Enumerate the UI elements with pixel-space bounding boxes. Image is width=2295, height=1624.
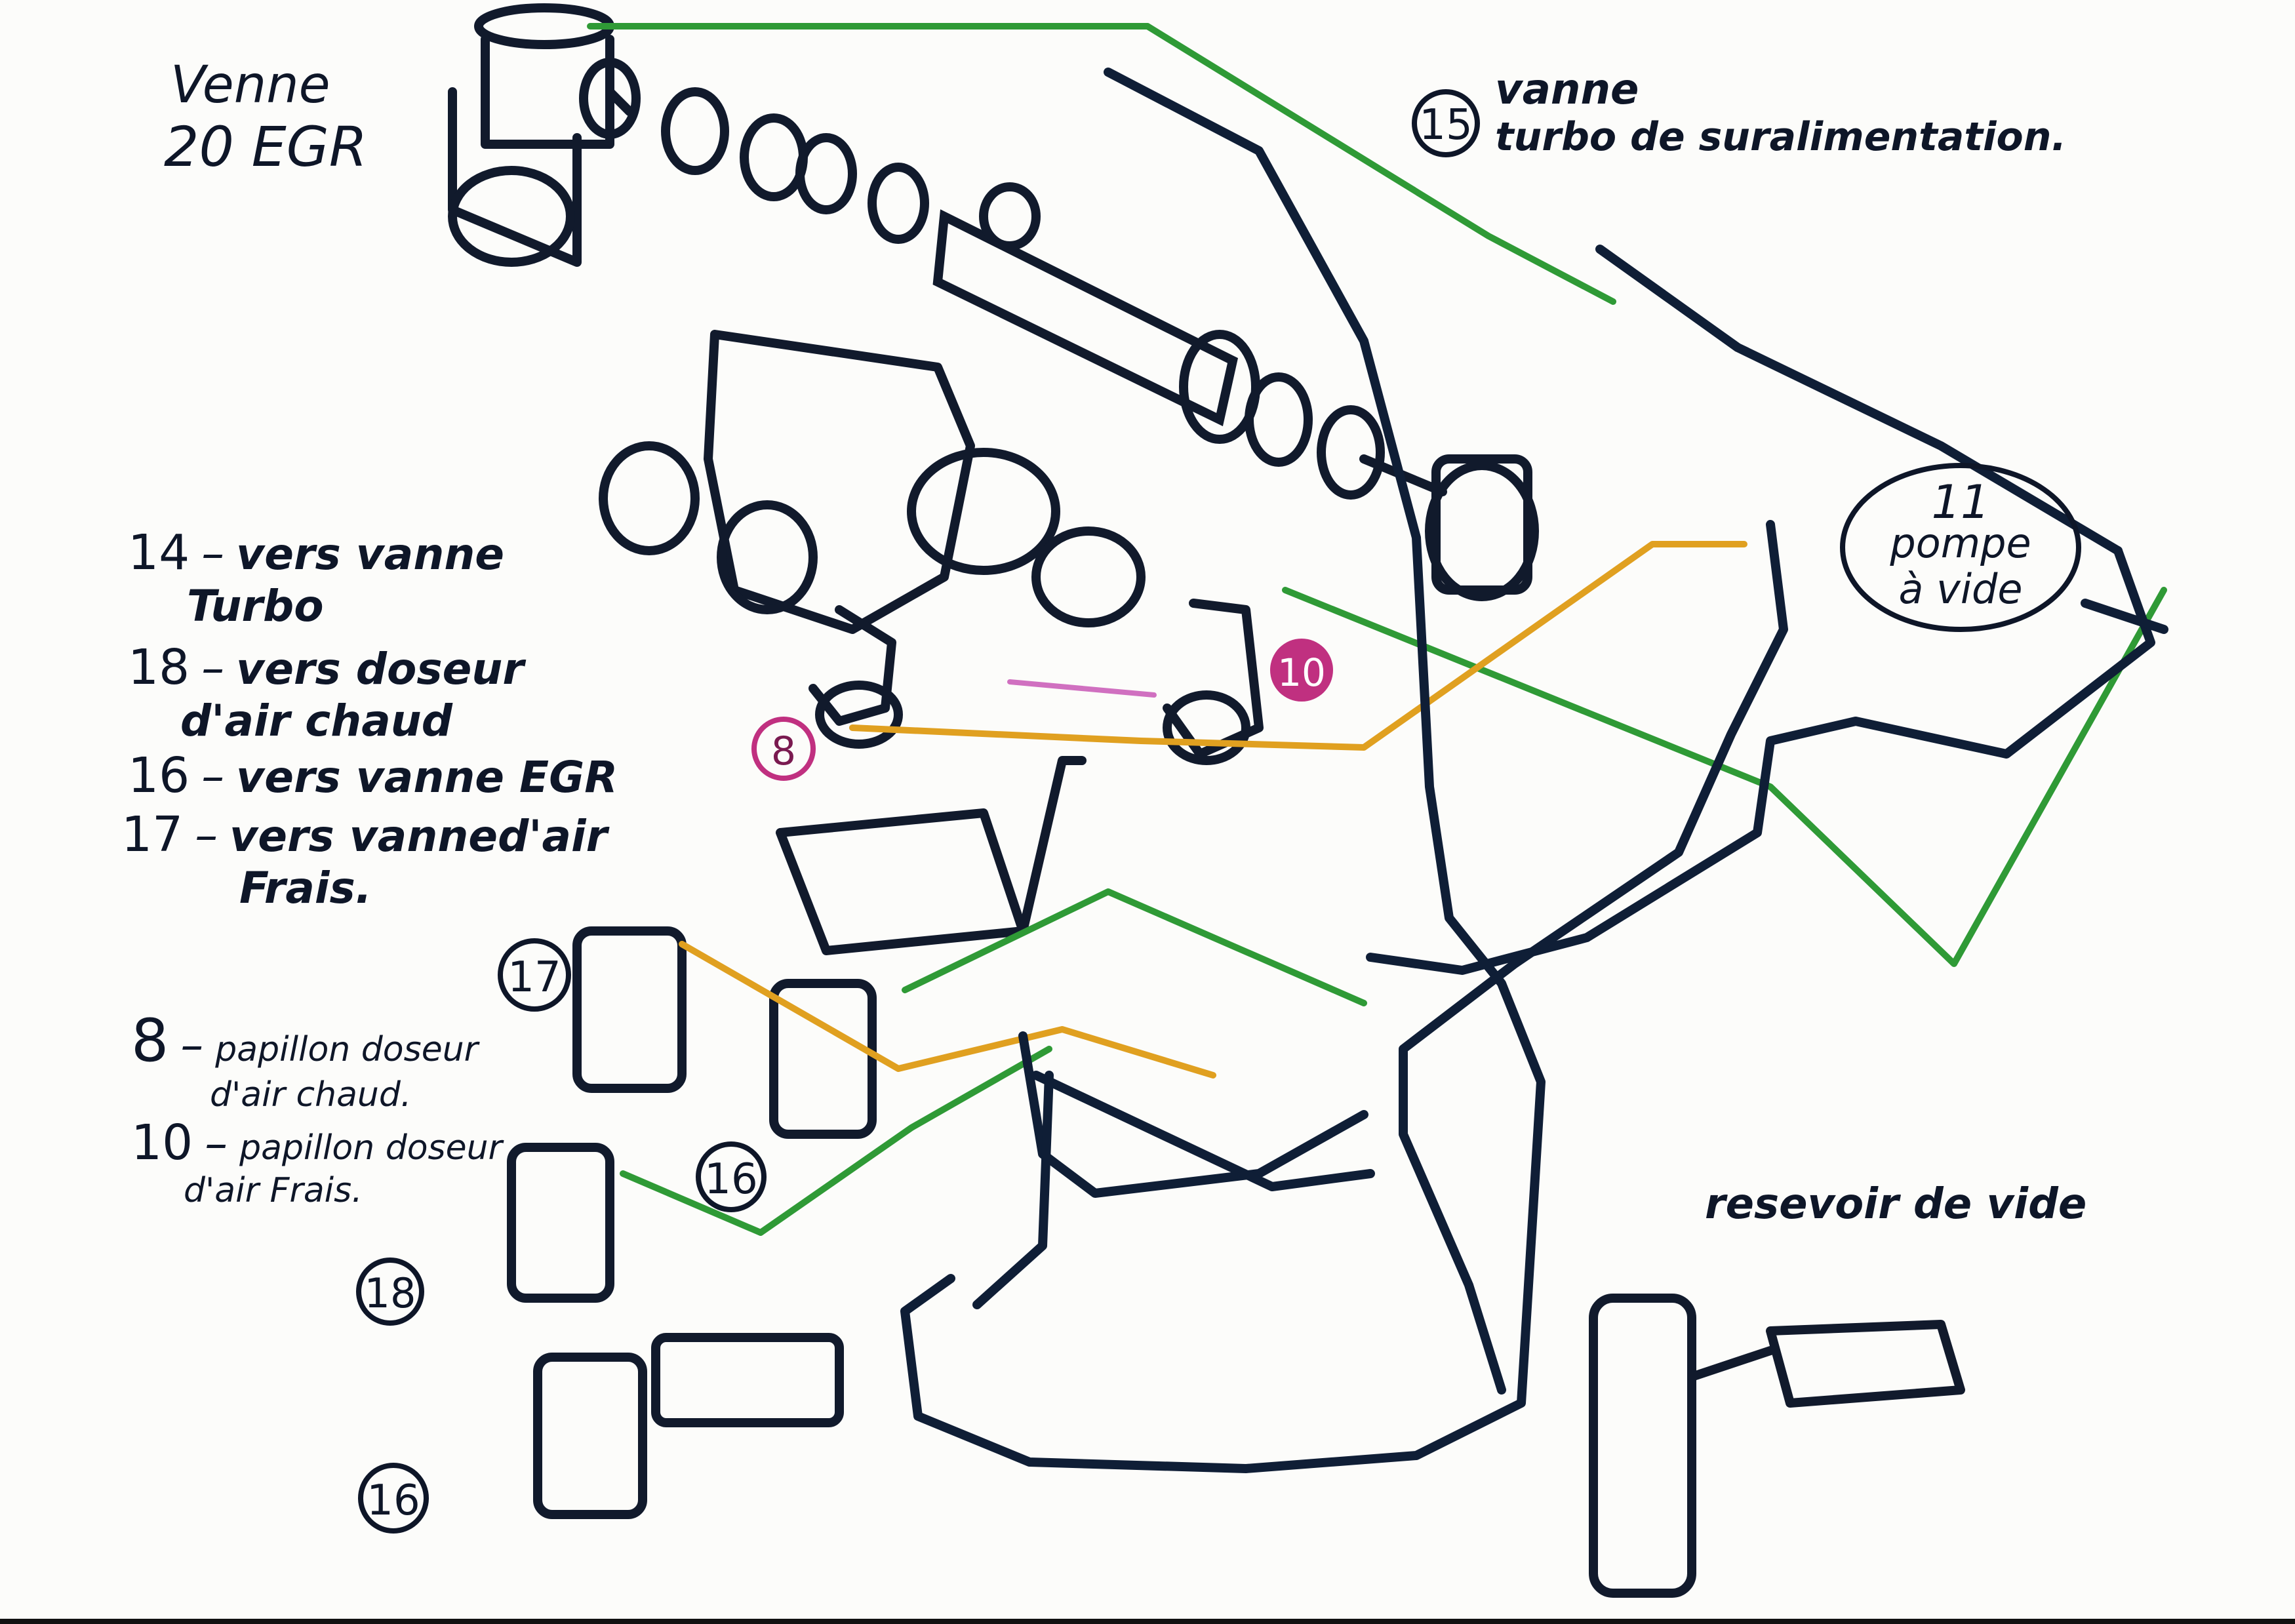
callout-15-line1: vanne bbox=[1495, 66, 1639, 114]
legend-item-18: 18–vers doseur d'air chaud bbox=[128, 639, 524, 746]
legend-text-2: Frais. bbox=[239, 863, 372, 913]
hose-orange-lines bbox=[679, 541, 1747, 1079]
callout-17: 17 bbox=[498, 938, 571, 1012]
title-line-1: Venne bbox=[170, 56, 330, 115]
legend-text-2: Turbo bbox=[187, 581, 324, 631]
bracket-drawing bbox=[776, 756, 1087, 955]
callout-16-lower: 16 bbox=[358, 1463, 429, 1534]
callout-8-number: 8 bbox=[771, 728, 796, 774]
legend-item-17: 17–vers vanned'air Frais. bbox=[121, 806, 608, 913]
legend-text: papillon doseur bbox=[215, 1030, 479, 1069]
callout-11: 11 pompe à vide bbox=[1840, 463, 2081, 632]
callout-15-number: 15 bbox=[1419, 101, 1472, 149]
title-line-2: 20 EGR bbox=[164, 115, 368, 179]
legend-item-8: 8–papillon doseur d'air chaud. bbox=[131, 1006, 479, 1115]
legend-num: 10 bbox=[131, 1115, 193, 1171]
hose-green-lines bbox=[587, 23, 2167, 1236]
callout-10-number: 10 bbox=[1277, 650, 1326, 695]
legend-text-2: d'air chaud bbox=[180, 696, 453, 746]
egr-pipe-drawing bbox=[579, 58, 1539, 601]
callout-16-upper: 16 bbox=[696, 1141, 767, 1212]
callout-11-line1: pompe bbox=[1889, 519, 2031, 567]
callout-16-lower-number: 16 bbox=[367, 1476, 420, 1525]
legend-num: 17 bbox=[121, 806, 184, 863]
legend-item-16: 16–vers vanne EGR bbox=[128, 747, 618, 804]
callout-10: 10 bbox=[1270, 639, 1333, 702]
callout-8: 8 bbox=[751, 717, 816, 781]
legend-text: vers vanne bbox=[236, 529, 505, 580]
legend-text: vers doseur bbox=[236, 644, 524, 694]
legend-item-10: 10–papillon doseur d'air Frais. bbox=[131, 1115, 502, 1210]
legend-num: 8 bbox=[131, 1006, 169, 1075]
callout-15-text: vanne turbo de suralimentation. bbox=[1495, 66, 2066, 160]
callout-16-upper-number: 16 bbox=[704, 1155, 757, 1204]
callout-18: 18 bbox=[356, 1258, 424, 1326]
legend-num: 14 bbox=[128, 525, 190, 581]
legend-text: vers vanned'air bbox=[230, 811, 608, 862]
egr-valve-drawing bbox=[448, 3, 634, 267]
callout-18-number: 18 bbox=[365, 1269, 416, 1317]
solenoid-valves-drawing bbox=[507, 926, 1965, 1598]
legend-text: vers vanne EGR bbox=[236, 752, 618, 802]
callout-11-number: 11 bbox=[1931, 475, 1989, 529]
throttle-body-drawing bbox=[599, 330, 1264, 765]
title-label: Venne 20 EGR bbox=[164, 56, 367, 179]
hose-dark-lines bbox=[900, 68, 2168, 1473]
legend-text-2: d'air Frais. bbox=[184, 1171, 363, 1210]
legend-text: papillon doseur bbox=[239, 1128, 502, 1168]
callout-17-number: 17 bbox=[508, 953, 561, 1002]
legend-num: 18 bbox=[128, 639, 190, 696]
bottom-edge-strip bbox=[0, 1619, 2295, 1624]
reservoir-label: resevoir de vide bbox=[1705, 1180, 2087, 1229]
callout-11-line2: à vide bbox=[1898, 565, 2022, 613]
legend-text-2: d'air chaud. bbox=[210, 1075, 412, 1115]
callout-15-line2: turbo de suralimentation. bbox=[1495, 114, 2067, 160]
callout-15: 15 bbox=[1412, 89, 1480, 157]
hose-pink-lines bbox=[1007, 679, 1157, 698]
legend-item-14: 14–vers vanne Turbo bbox=[128, 525, 505, 631]
legend-num: 16 bbox=[128, 747, 190, 804]
